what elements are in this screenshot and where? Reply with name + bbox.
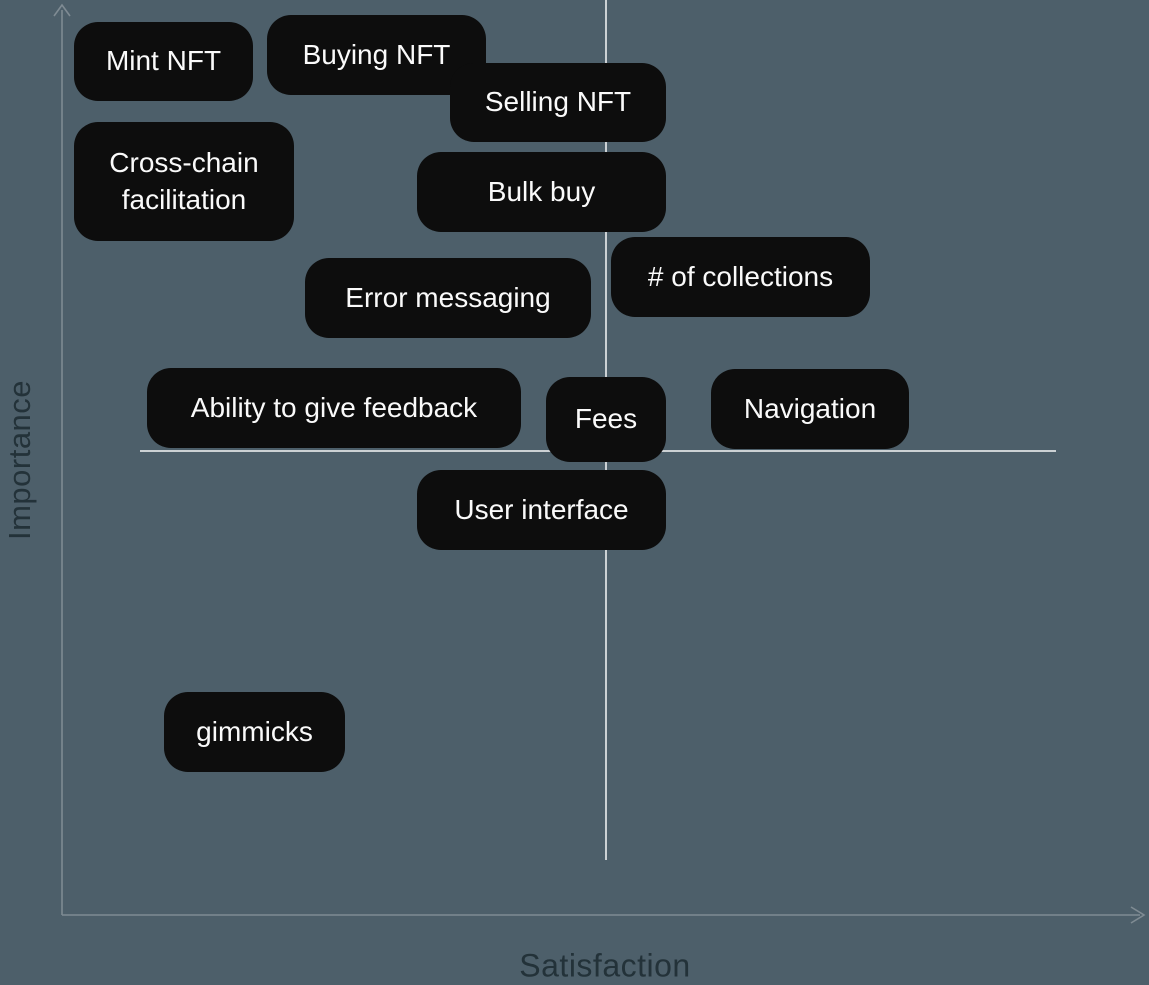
feature-note: Ability to give feedback: [147, 368, 521, 448]
feature-note: gimmicks: [164, 692, 345, 772]
x-axis-arrow-icon: [1130, 906, 1146, 924]
feature-note: Selling NFT: [450, 63, 666, 142]
feature-note: Error messaging: [305, 258, 591, 338]
feature-note: Navigation: [711, 369, 909, 449]
y-axis-arrow-icon: [53, 3, 71, 17]
feature-note: Buying NFT: [267, 15, 486, 95]
feature-note: Fees: [546, 377, 666, 462]
feature-note: # of collections: [611, 237, 870, 317]
y-axis-title: Importance: [2, 379, 37, 541]
feature-note: Mint NFT: [74, 22, 253, 101]
feature-note: Bulk buy: [417, 152, 666, 232]
feature-note: Cross-chain facilitation: [74, 122, 294, 241]
feature-note: User interface: [417, 470, 666, 550]
x-axis-title: Satisfaction: [519, 947, 691, 984]
